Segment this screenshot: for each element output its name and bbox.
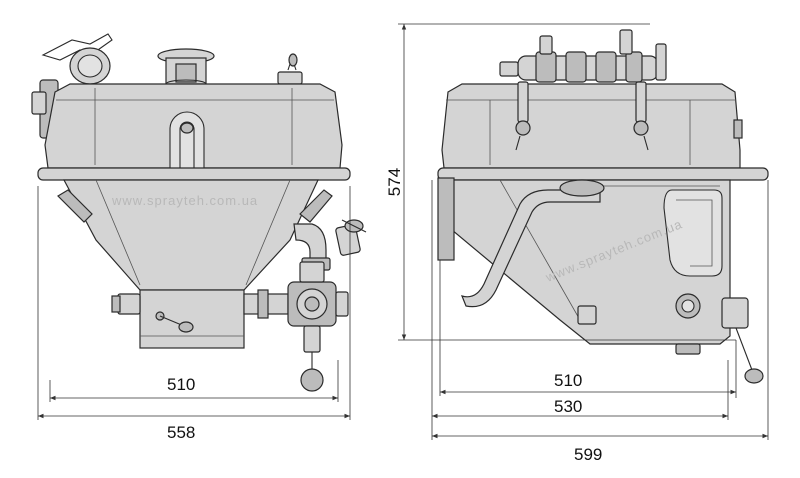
front-dimensions: 510 558: [37, 186, 351, 442]
vent-lever: [277, 53, 303, 85]
fill-cap: [157, 48, 215, 89]
side-height-dimension: 574: [385, 23, 736, 341]
side-tank-upper: [441, 83, 741, 169]
dim-front-inner-width: 510: [167, 375, 195, 394]
outlet-left: [117, 293, 141, 315]
front-view: 510 558 www.sprayteh.com.ua: [31, 33, 367, 442]
bracket-left: [57, 189, 93, 223]
frame-rail: [37, 167, 351, 181]
valve-assembly: [335, 219, 367, 256]
dim-side-middle-width: 530: [554, 397, 582, 416]
side-view: 574 510 530 599 www.sprayteh.com.ua: [385, 23, 769, 464]
dim-side-height: 574: [385, 168, 404, 196]
watermark-front: www.sprayteh.com.ua: [111, 193, 258, 208]
side-frame-rail: [437, 167, 769, 181]
side-bottom-fitting: [675, 343, 701, 355]
pipe-elbow: [293, 223, 327, 263]
dim-side-inner-width: 510: [554, 371, 582, 390]
side-width-dimensions: 510 530 599: [431, 180, 769, 464]
side-curved-pipe: [460, 189, 601, 308]
dim-front-outer-width: 558: [167, 423, 195, 442]
bracket-right: [299, 189, 333, 223]
side-lever: [721, 297, 764, 384]
manifold: [499, 29, 667, 83]
drain-lever: [155, 311, 194, 333]
side-clamp-left: [515, 81, 531, 151]
inspection-window: [663, 189, 723, 277]
tap-assembly: [287, 261, 349, 392]
side-clamp-right: [633, 81, 649, 151]
side-support: [437, 177, 455, 261]
side-outlet-port: [675, 293, 701, 319]
lower-chamber: [139, 289, 245, 349]
dim-side-outer-width: 599: [574, 445, 602, 464]
